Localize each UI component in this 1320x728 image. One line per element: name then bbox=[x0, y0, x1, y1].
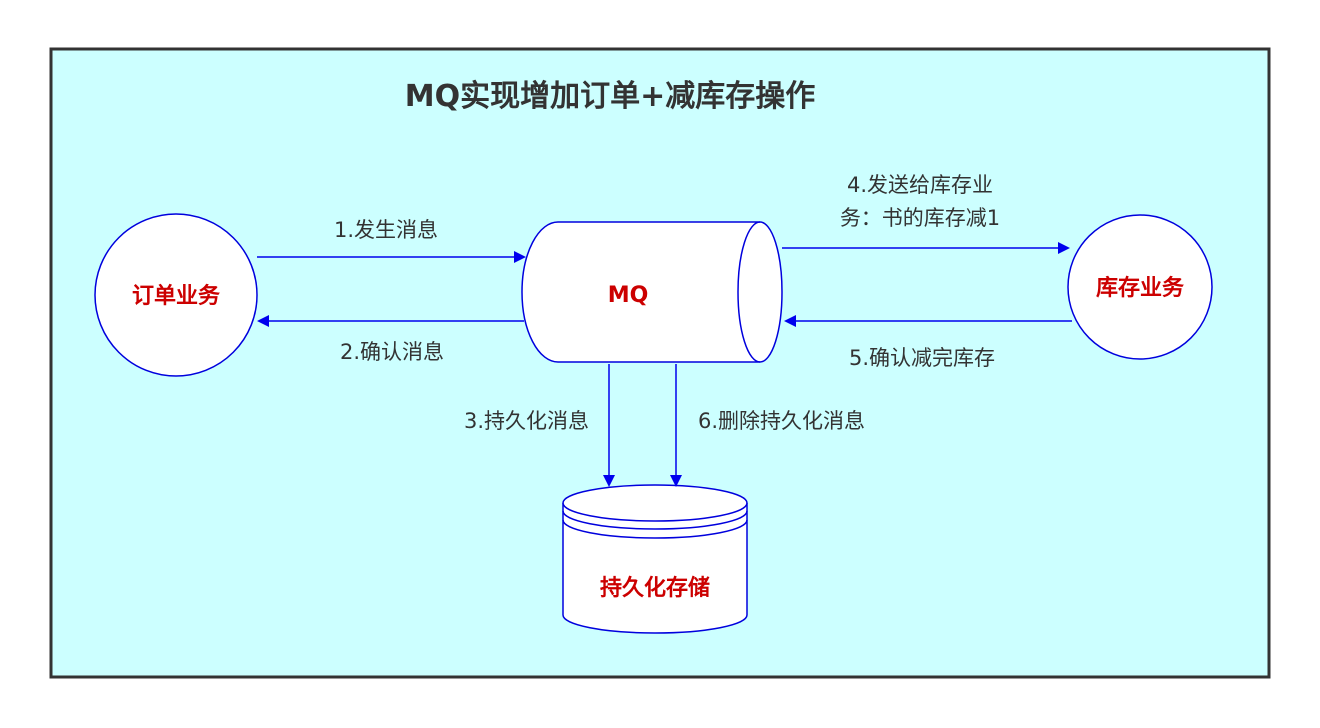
edge-3-label: 3.持久化消息 bbox=[464, 409, 589, 433]
edge-1-label: 1.发生消息 bbox=[334, 218, 438, 242]
mq-cylinder-inner-edge bbox=[737, 221, 761, 363]
edge-5-label: 5.确认减完库存 bbox=[849, 346, 995, 370]
node-mq: MQ bbox=[521, 221, 783, 363]
storage-cylinder-ring-2 bbox=[562, 519, 748, 539]
storage-cylinder-ring-1 bbox=[562, 510, 748, 530]
node-order: 订单业务 bbox=[94, 213, 258, 377]
inventory-label: 库存业务 bbox=[1096, 275, 1185, 301]
diagram-title: MQ实现增加订单+减库存操作 bbox=[405, 79, 816, 114]
edge-2-label: 2.确认消息 bbox=[340, 340, 444, 364]
storage-cylinder-top bbox=[562, 484, 748, 522]
storage-label: 持久化存储 bbox=[600, 575, 710, 601]
edge-4-label-line-1: 4.发送给库存业 bbox=[847, 173, 993, 197]
edge-4-label-line-2: 务：书的库存减1 bbox=[840, 206, 1000, 230]
node-storage: 持久化存储 bbox=[562, 484, 748, 634]
mq-cylinder-body bbox=[521, 221, 783, 363]
storage-cylinder-body bbox=[562, 503, 748, 634]
order-circle bbox=[94, 213, 258, 377]
mq-label: MQ bbox=[608, 283, 649, 308]
node-inventory: 库存业务 bbox=[1067, 214, 1213, 360]
edge-6-label: 6.删除持久化消息 bbox=[698, 409, 865, 433]
inventory-circle bbox=[1067, 214, 1213, 360]
order-label: 订单业务 bbox=[132, 284, 221, 309]
